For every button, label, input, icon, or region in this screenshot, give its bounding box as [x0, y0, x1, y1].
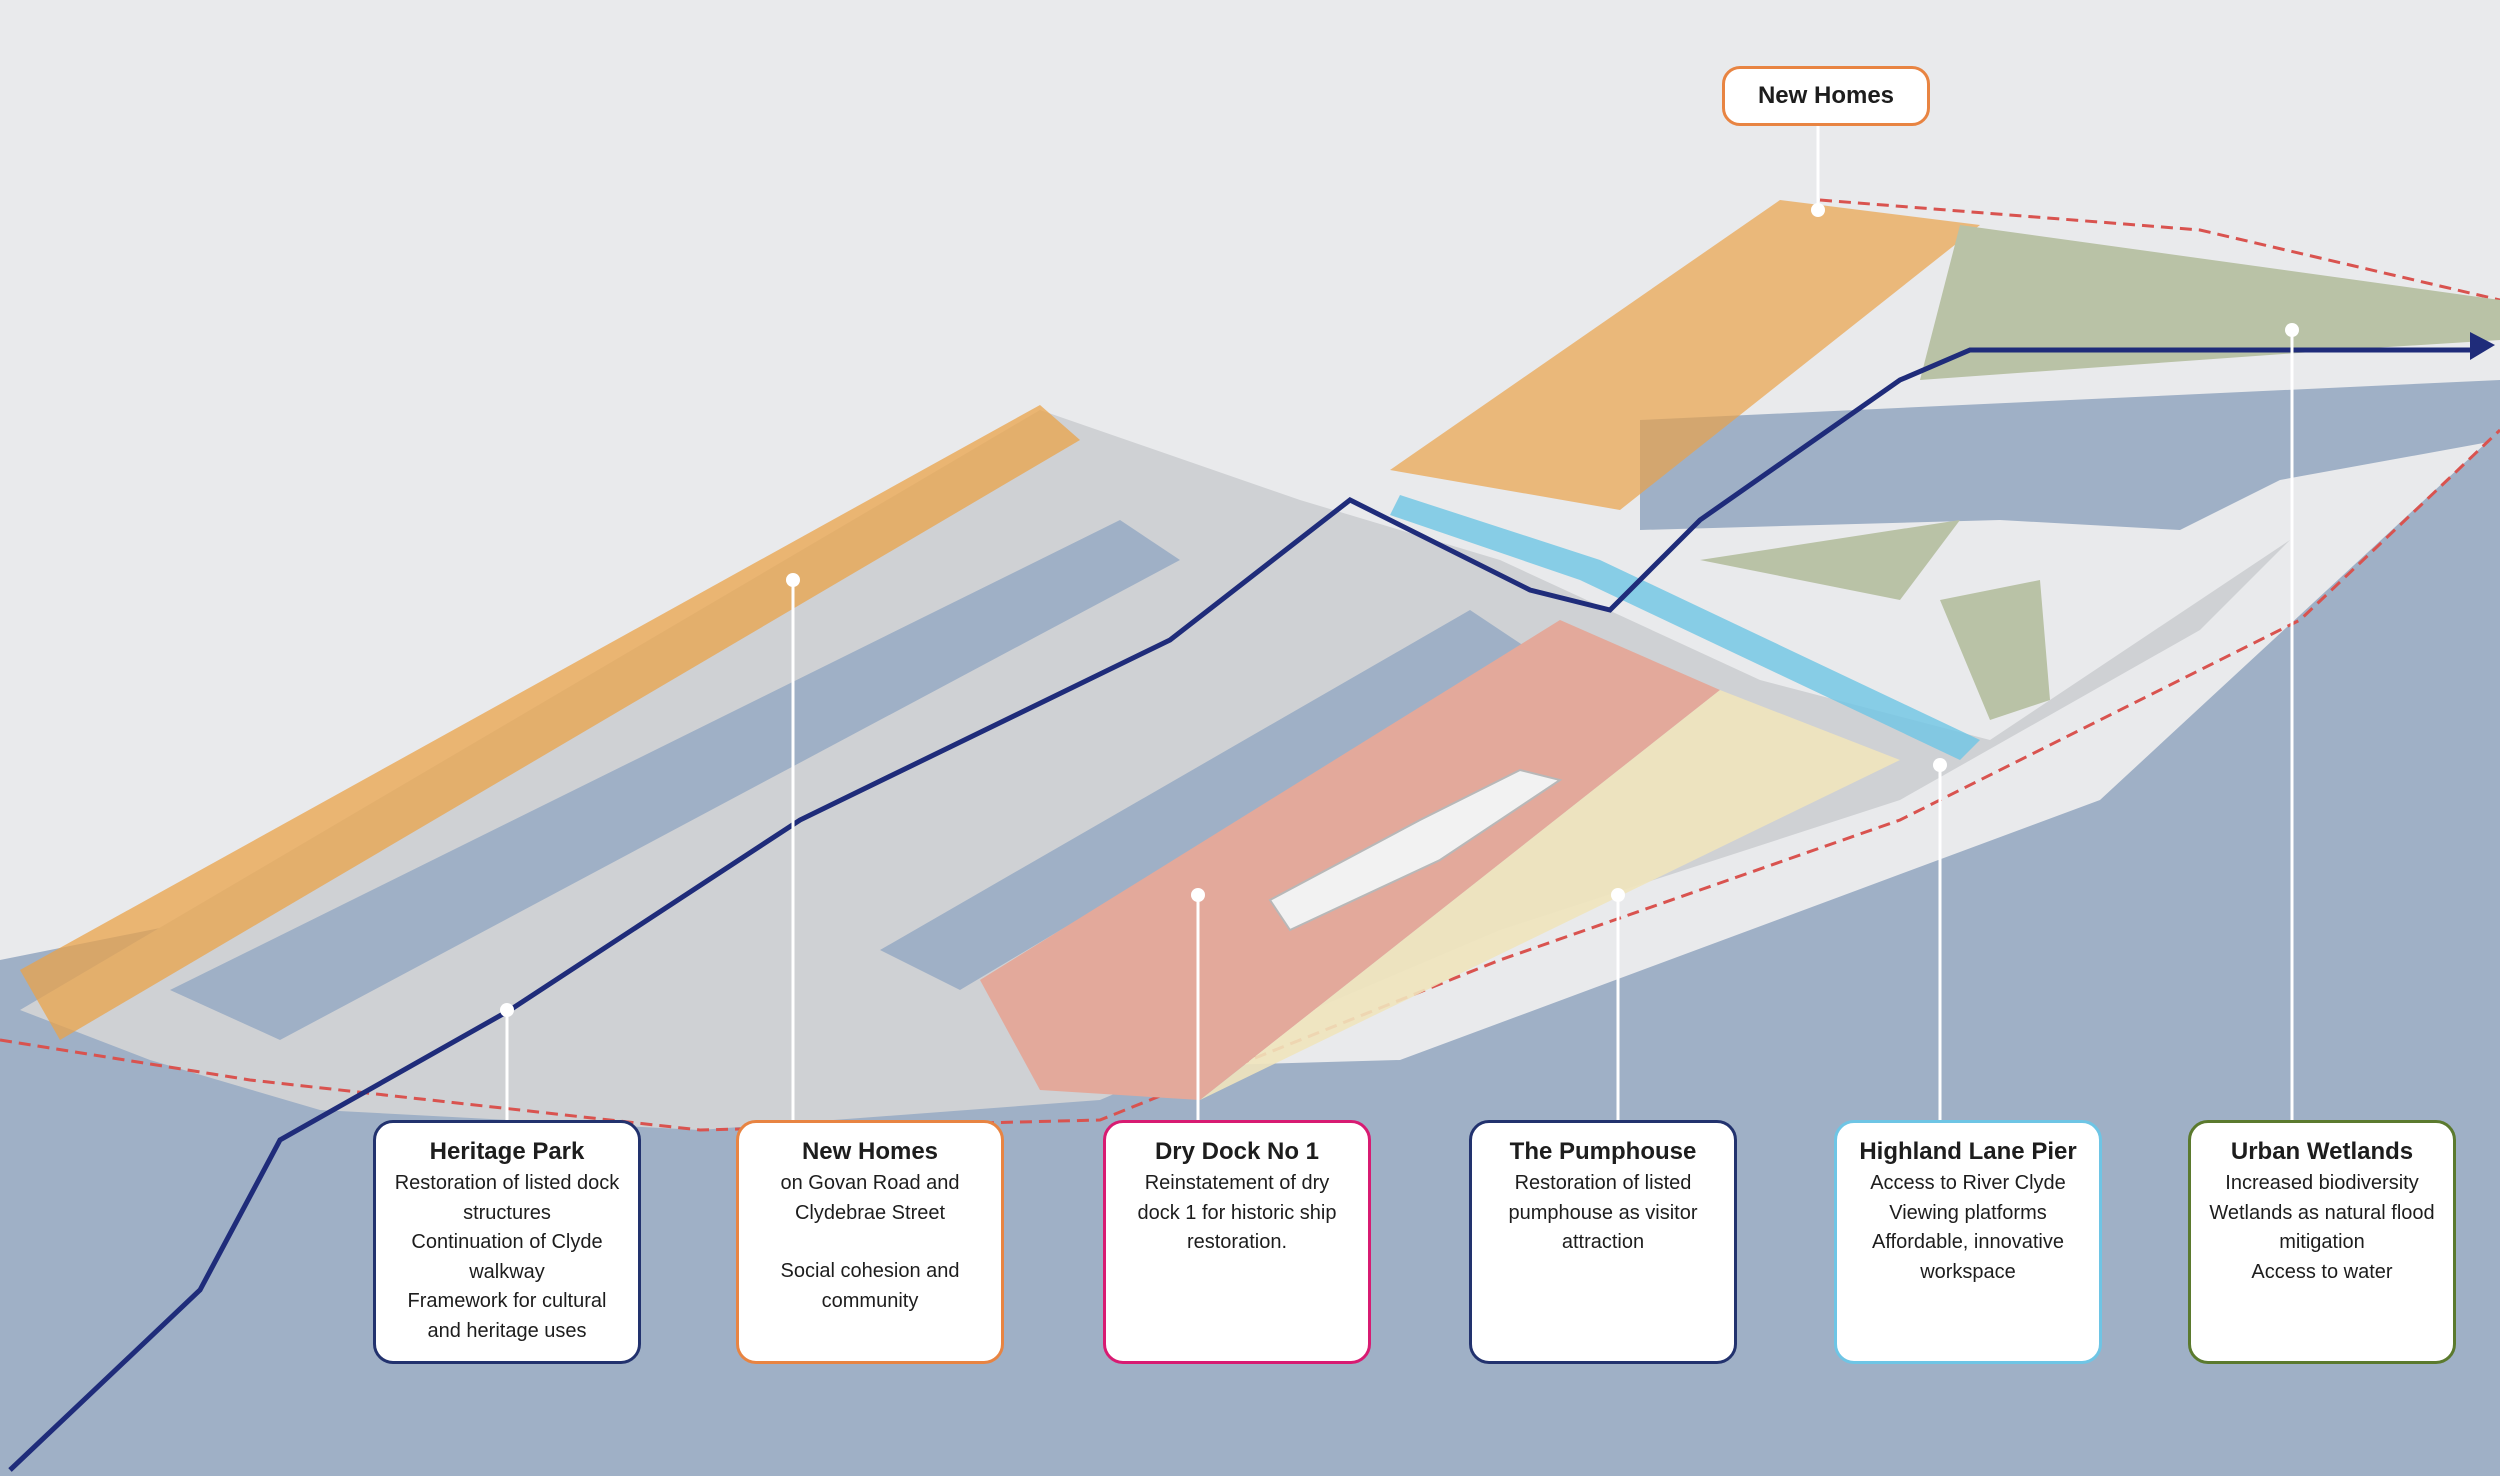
card-line: Increased biodiversity: [2225, 1172, 2419, 1194]
leader-lines: [505, 126, 2294, 1120]
card-dry-dock: Dry Dock No 1 Reinstatement of dry dock …: [1103, 1120, 1371, 1364]
dock-basin-2: [880, 610, 1530, 990]
card-highland-lane-pier: Highland Lane Pier Access to River Clyde…: [1834, 1120, 2102, 1364]
pumphouse-zone: [1200, 690, 1900, 1100]
card-line: and heritage uses: [427, 1319, 587, 1342]
card-title: Dry Dock No 1: [1154, 1138, 1320, 1165]
card-line: community: [821, 1289, 919, 1312]
historic-ship: [1268, 768, 1563, 932]
card-line: Access to water: [2251, 1260, 2393, 1283]
card-line: Restoration of listed dock: [394, 1172, 620, 1194]
card-line: structures: [463, 1201, 551, 1224]
card-title: Heritage Park: [429, 1138, 585, 1165]
card-title: Urban Wetlands: [2230, 1138, 2414, 1165]
clyde-walkway-route: [8, 347, 2470, 1472]
card-line: Restoration of listed: [1514, 1172, 1692, 1194]
card-title: The Pumphouse: [1509, 1138, 1697, 1165]
card-line: Access to River Clyde: [1870, 1172, 2066, 1194]
upper-bay: [1640, 380, 2500, 530]
card-line: restoration.: [1186, 1231, 1288, 1253]
card-title: Highland Lane Pier: [1859, 1138, 2077, 1165]
card-line: Viewing platforms: [1889, 1201, 2047, 1224]
site-boundary-north: [1819, 198, 2500, 302]
card-line: pumphouse as visitor: [1508, 1201, 1698, 1224]
card-line: dock 1 for historic ship: [1137, 1201, 1337, 1224]
leader-dots: [500, 203, 2299, 1017]
new-homes-top-label: New Homes: [1722, 66, 1930, 126]
new-homes-zone-north: [1390, 200, 1980, 510]
route-arrow-head: [2470, 332, 2495, 360]
card-line: workspace: [1920, 1260, 2016, 1283]
dock-basin-1: [170, 520, 1180, 1040]
card-heritage-park: Heritage Park Restoration of listed dock…: [373, 1120, 641, 1364]
wetlands-mid: [1940, 580, 2050, 720]
wetlands-east: [1920, 225, 2500, 380]
card-line: Affordable, innovative: [1872, 1231, 2064, 1253]
card-line: on Govan Road and: [780, 1172, 960, 1194]
card-line: mitigation: [2279, 1231, 2365, 1253]
card-line: Framework for cultural: [407, 1290, 607, 1312]
card-line: Social cohesion and: [780, 1260, 960, 1282]
card-spacer: [749, 1228, 991, 1257]
card-pumphouse: The Pumphouse Restoration of listed pump…: [1469, 1120, 1737, 1364]
card-line: Continuation of Clyde: [411, 1231, 603, 1253]
new-homes-zone-west: [20, 405, 1080, 1040]
card-line: Wetlands as natural flood: [2209, 1201, 2435, 1224]
card-line: Clydebrae Street: [794, 1201, 946, 1224]
card-title: New Homes: [801, 1138, 939, 1165]
card-urban-wetlands: Urban Wetlands Increased biodiversity We…: [2188, 1120, 2456, 1364]
wetlands-west: [1700, 520, 1960, 600]
card-line: walkway: [469, 1260, 545, 1283]
pier-zone: [1390, 495, 1980, 760]
card-line: attraction: [1561, 1231, 1645, 1253]
card-new-homes: New Homes on Govan Road and Clydebrae St…: [736, 1120, 1004, 1364]
card-line: Reinstatement of dry: [1144, 1172, 1330, 1194]
quay-platform: [20, 410, 2290, 1130]
